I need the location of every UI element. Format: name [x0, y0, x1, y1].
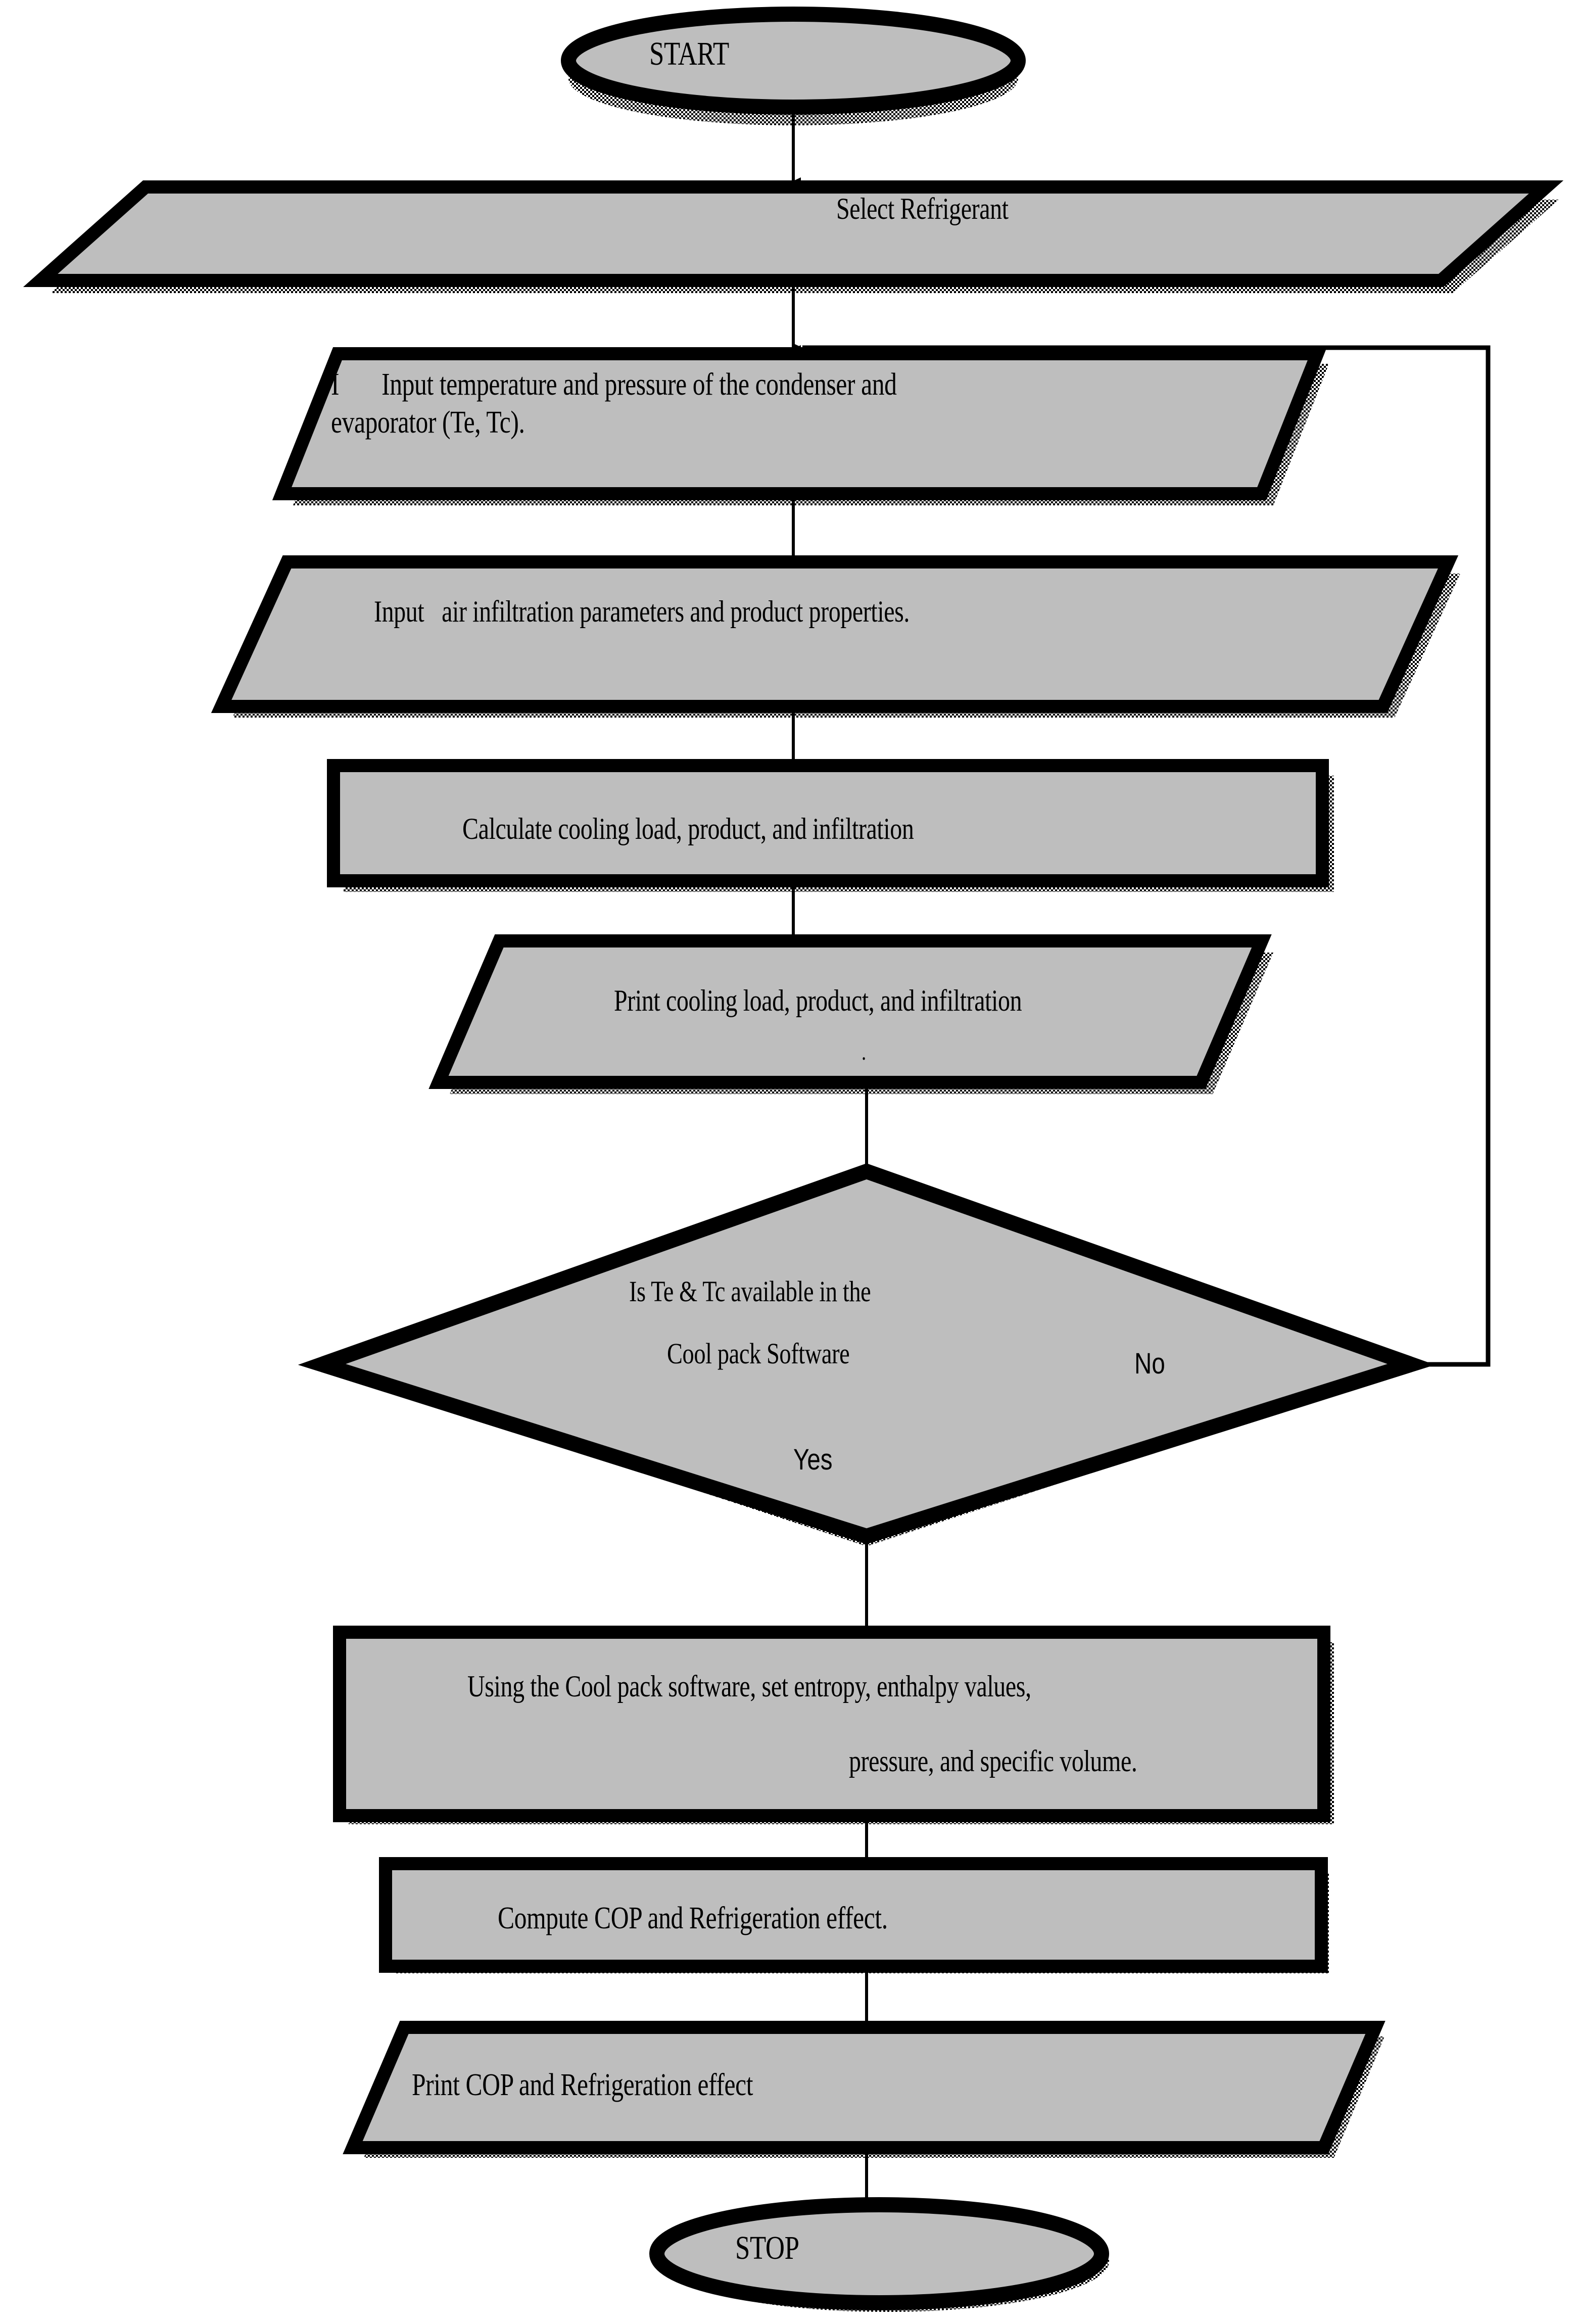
node-decision-te-tc[interactable]	[322, 1171, 1411, 1536]
node-print-cooling-load[interactable]	[439, 941, 1262, 1082]
node-stop-shape[interactable]	[649, 2197, 1109, 2310]
node-set-properties-shape[interactable]	[333, 1626, 1330, 1822]
node-input-temp-pressure-shape[interactable]	[272, 347, 1327, 500]
node-select-refrigerant-shape[interactable]	[23, 180, 1564, 287]
node-compute-cop-shape[interactable]	[379, 1857, 1328, 1973]
node-print-cop-shape[interactable]	[343, 2021, 1385, 2154]
node-start-shape[interactable]	[561, 7, 1026, 115]
node-input-temp-pressure[interactable]	[282, 354, 1317, 494]
flowchart-shape-bodies	[23, 7, 1564, 2310]
node-set-properties[interactable]	[340, 1632, 1324, 1816]
node-calculate-cooling-load[interactable]	[333, 766, 1322, 881]
node-print-cop[interactable]	[353, 2027, 1375, 2148]
node-start[interactable]	[568, 14, 1018, 107]
node-select-refrigerant[interactable]	[40, 187, 1546, 280]
node-decision-te-tc-shape[interactable]	[298, 1163, 1436, 1544]
node-print-cooling-load-shape[interactable]	[428, 934, 1272, 1089]
node-stop[interactable]	[657, 2205, 1102, 2303]
node-input-infiltration-shape[interactable]	[211, 555, 1459, 713]
node-input-infiltration[interactable]	[221, 562, 1448, 706]
node-compute-cop[interactable]	[386, 1864, 1321, 1966]
node-calculate-cooling-load-shape[interactable]	[327, 759, 1329, 887]
